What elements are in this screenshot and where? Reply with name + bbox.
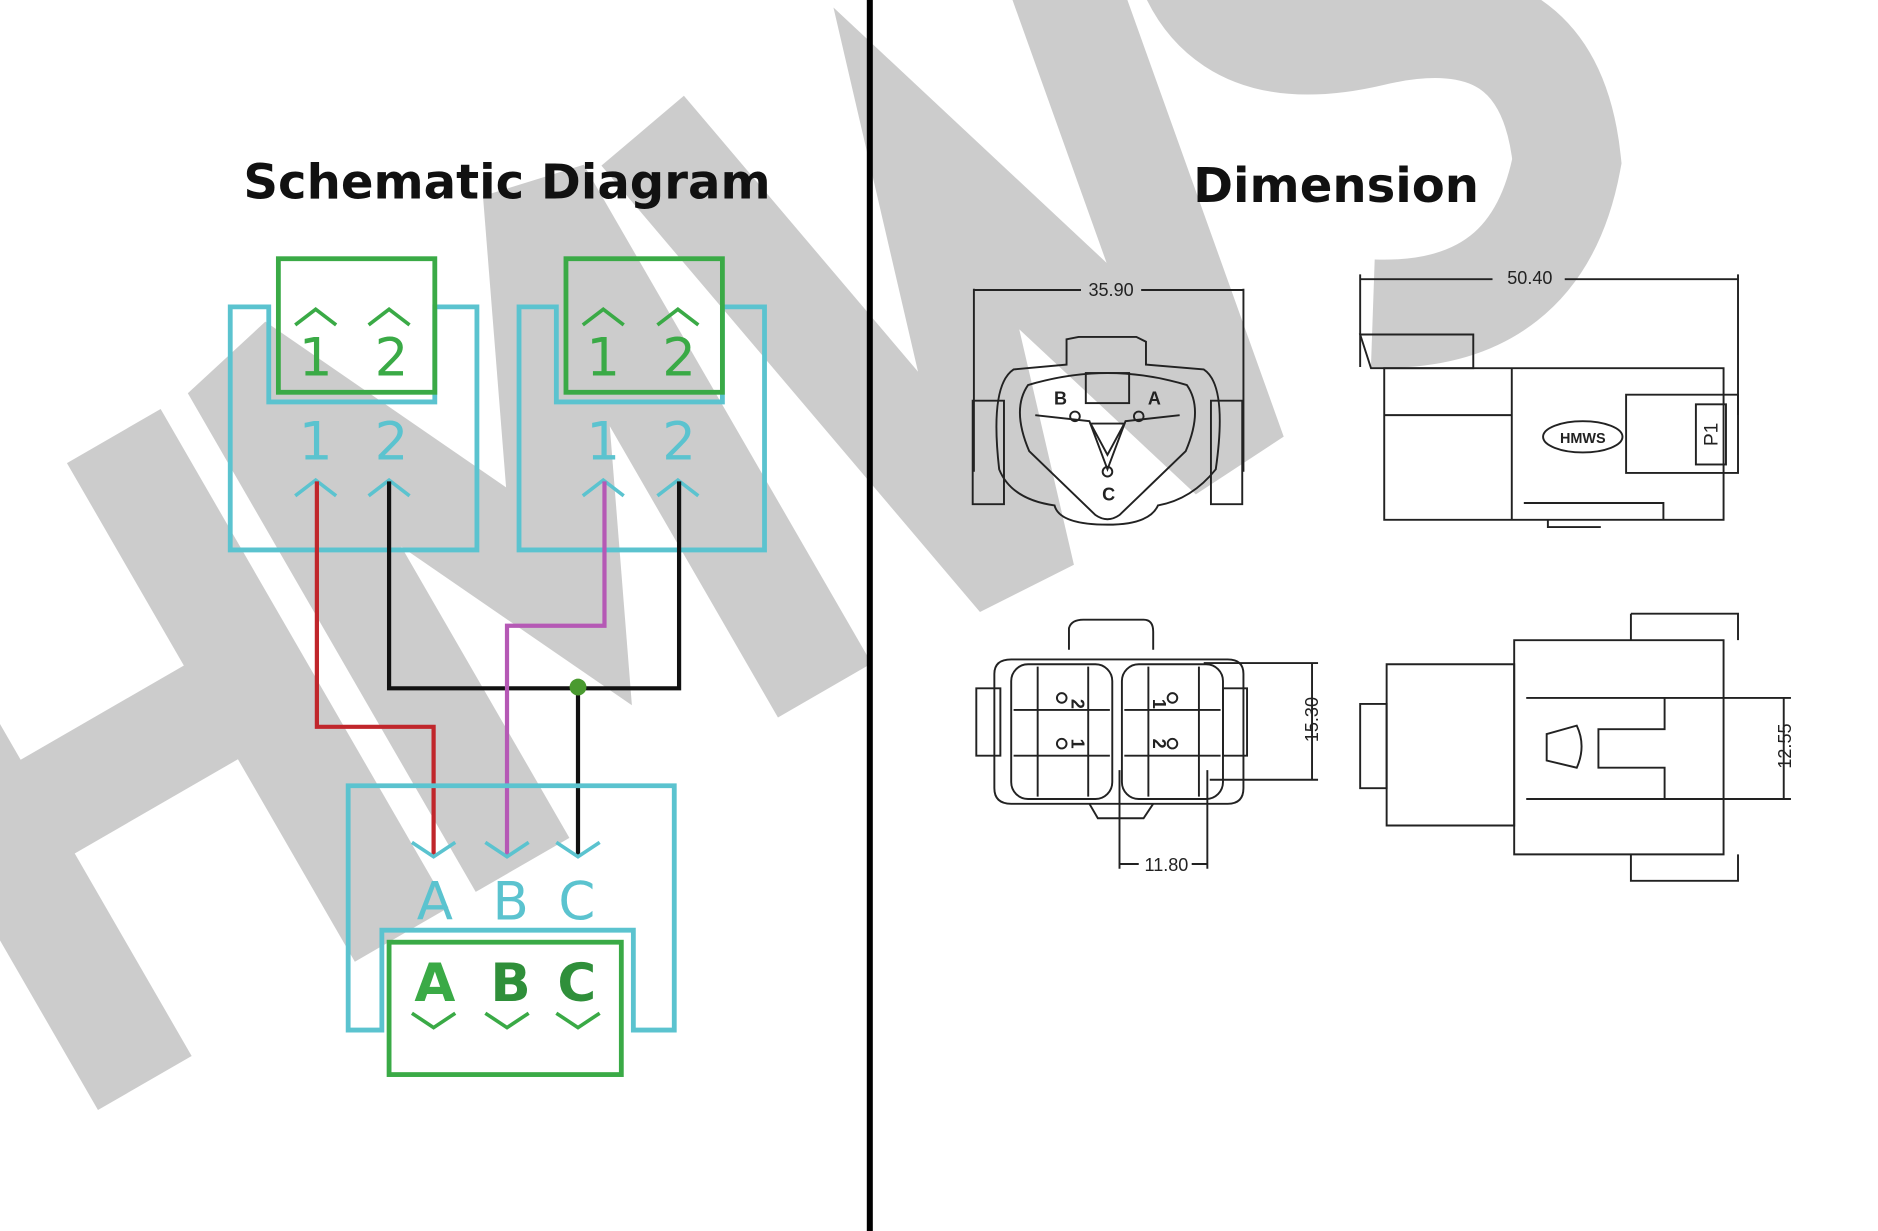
pin-label: 2 — [662, 412, 696, 473]
pin-label: 1 — [586, 327, 620, 388]
dimension-pin-pitch: 11.80 — [1145, 855, 1189, 875]
rear-pin-label: 2 — [1067, 699, 1087, 709]
chevron-up-icon — [294, 477, 411, 498]
pin-label: 1 — [299, 412, 333, 473]
pin-label: 2 — [375, 412, 409, 473]
dimension-rear-height: 15.30 — [1302, 697, 1322, 742]
side-logo: HMWS — [1560, 431, 1606, 447]
wires — [314, 481, 682, 857]
front-view-drawing — [971, 288, 1245, 526]
wire-purple — [504, 481, 607, 857]
socket-outline — [345, 783, 677, 1033]
top-right-connector — [516, 256, 767, 553]
chevron-down-icon — [410, 1011, 601, 1030]
dimension-front-width: 35.90 — [1089, 280, 1134, 300]
wire-black — [386, 481, 682, 691]
rear-pin-label: 2 — [1149, 739, 1169, 749]
pin-label: 1 — [586, 412, 620, 473]
panel-divider — [866, 0, 873, 1231]
wire-red — [314, 481, 436, 857]
plug-outline — [275, 256, 438, 395]
rear-view-drawing — [975, 618, 1319, 869]
chevron-up-icon — [294, 306, 411, 327]
chevron-down-icon — [410, 840, 601, 859]
schematic-title: Schematic Diagram — [243, 155, 770, 211]
pin-label: 1 — [299, 327, 333, 388]
pin-label: B — [492, 871, 528, 932]
dimension-title: Dimension — [1193, 158, 1479, 214]
chevron-up-icon — [581, 477, 700, 498]
pin-label: A — [417, 871, 453, 932]
pin-label: B — [490, 953, 530, 1014]
dimension-top-height: 12.55 — [1775, 723, 1795, 768]
front-pin-label: B — [1054, 388, 1067, 408]
pin-label: C — [558, 871, 595, 932]
chevron-up-icon — [581, 306, 700, 327]
junction-dot — [569, 678, 587, 696]
side-view-drawing — [1358, 274, 1739, 529]
side-marking: P1 — [1702, 423, 1723, 447]
plug-outline — [563, 256, 725, 395]
dimension-side-length: 50.40 — [1507, 268, 1552, 288]
top-view-drawing — [1359, 612, 1791, 882]
watermark — [0, 0, 1622, 1111]
rear-pin-label: 1 — [1149, 699, 1169, 709]
pin-label: 2 — [662, 327, 696, 388]
rear-pin-label: 1 — [1067, 739, 1087, 749]
pin-label: A — [414, 953, 455, 1014]
pin-label: 2 — [375, 327, 409, 388]
top-left-connector — [227, 256, 480, 553]
front-pin-label: A — [1148, 388, 1161, 408]
bottom-connector — [345, 783, 677, 1077]
front-pin-label: C — [1102, 485, 1115, 505]
pin-label: C — [557, 953, 596, 1014]
plug-outline — [386, 939, 624, 1077]
